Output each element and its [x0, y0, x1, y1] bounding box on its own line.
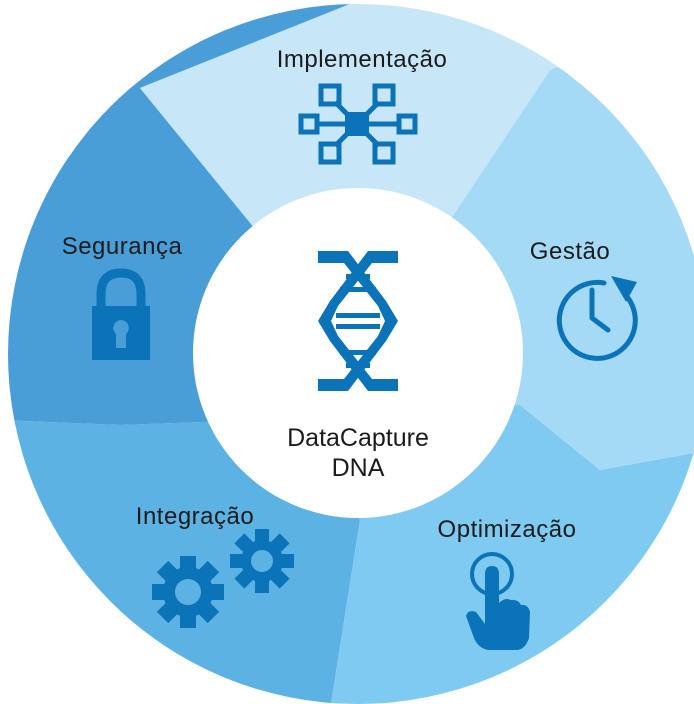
segment-label-gestao: Gestão	[530, 238, 610, 265]
segment-label-implementacao: Implementação	[277, 46, 448, 73]
touch-hand-icon	[466, 552, 530, 650]
network-hub-icon	[298, 83, 418, 165]
segment-label-integracao: Integração	[136, 503, 254, 530]
segment-label-seguranca: Segurança	[62, 233, 183, 260]
dna-icon	[318, 251, 398, 391]
gears-icon	[152, 529, 294, 628]
center-subtitle: DNA	[332, 454, 385, 482]
clock-refresh-icon	[556, 276, 638, 361]
segment-label-optimizacao: Optimização	[438, 516, 577, 543]
padlock-icon	[92, 268, 150, 360]
center-title: DataCapture	[287, 424, 429, 452]
